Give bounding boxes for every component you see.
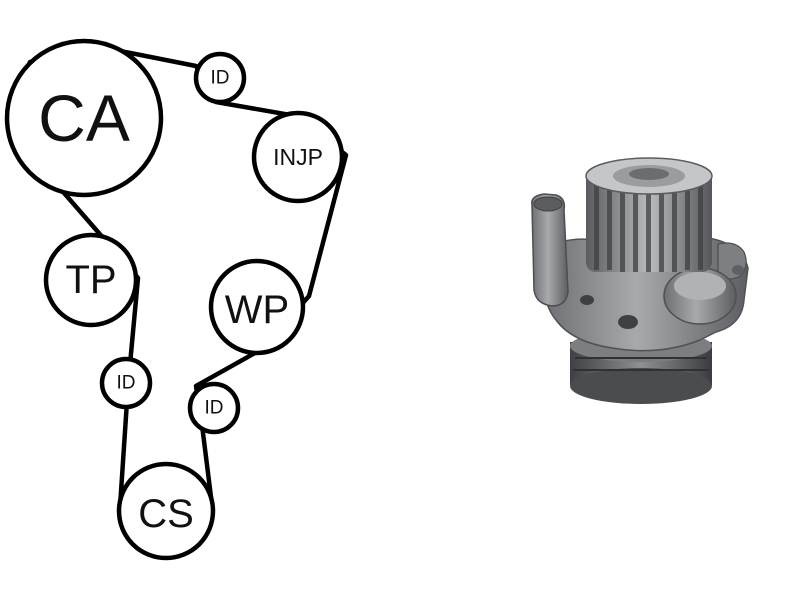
- timing-belt-diagram: CA ID INJP TP WP ID ID CS: [4, 38, 349, 561]
- pump-sprocket: [585, 157, 713, 272]
- water-pump-icon: [531, 157, 749, 404]
- pulley-idler-left: ID: [99, 356, 153, 410]
- pulley-label-injp: INJP: [273, 144, 323, 170]
- pulley-label-tp: TP: [65, 258, 116, 302]
- mount-hole: [580, 295, 594, 305]
- pump-inlet: [531, 193, 569, 307]
- pulley-camshaft: CA: [4, 38, 164, 198]
- pump-bearing-boss: [663, 267, 737, 325]
- pulley-label-ca: CA: [38, 81, 130, 155]
- pulley-label-id-left: ID: [117, 373, 136, 394]
- mount-hole: [618, 315, 638, 329]
- pulley-label-id-right: ID: [205, 398, 224, 419]
- pulley-idler-top: ID: [193, 51, 247, 105]
- pulley-tensioner: TP: [43, 232, 139, 328]
- pulley-label-id-top: ID: [211, 68, 230, 89]
- pulley-injection-pump: INJP: [251, 110, 345, 204]
- pulley-water-pump: WP: [208, 258, 306, 356]
- pulley-crankshaft: CS: [116, 461, 216, 561]
- pulley-label-cs: CS: [138, 492, 194, 536]
- pulley-idler-right: ID: [187, 381, 241, 435]
- pulley-label-wp: WP: [225, 288, 289, 332]
